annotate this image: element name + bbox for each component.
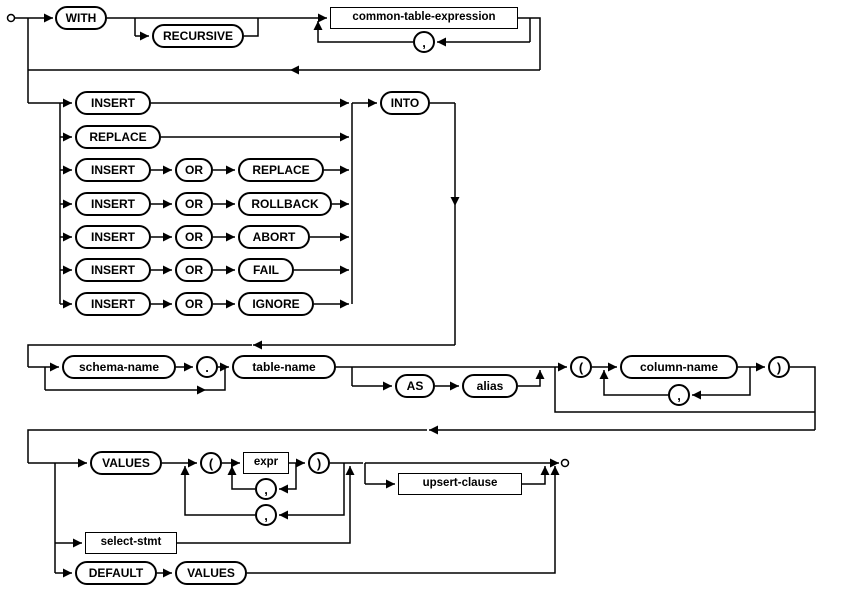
ref-upsert-clause[interactable]: upsert-clause	[398, 473, 522, 495]
keyword-or: OR	[175, 258, 213, 282]
keyword-insert: INSERT	[75, 258, 151, 282]
comma-separator: ,	[668, 384, 690, 406]
keyword-insert: INSERT	[75, 158, 151, 182]
keyword-insert: INSERT	[75, 91, 151, 115]
ref-schema-name[interactable]: schema-name	[62, 355, 176, 379]
keyword-values: VALUES	[175, 561, 247, 585]
open-paren: (	[200, 452, 222, 474]
keyword-recursive: RECURSIVE	[152, 24, 244, 48]
comma-separator: ,	[255, 478, 277, 500]
keyword-or: OR	[175, 225, 213, 249]
keyword-replace: REPLACE	[75, 125, 161, 149]
keyword-insert: INSERT	[75, 192, 151, 216]
ref-table-name[interactable]: table-name	[232, 355, 336, 379]
ref-expr[interactable]: expr	[243, 452, 289, 474]
keyword-abort: ABORT	[238, 225, 310, 249]
ref-alias[interactable]: alias	[462, 374, 518, 398]
keyword-insert: INSERT	[75, 292, 151, 316]
keyword-fail: FAIL	[238, 258, 294, 282]
open-paren: (	[570, 356, 592, 378]
ref-select-stmt[interactable]: select-stmt	[85, 532, 177, 554]
ref-column-name[interactable]: column-name	[620, 355, 738, 379]
keyword-or: OR	[175, 158, 213, 182]
close-paren: )	[768, 356, 790, 378]
dot-separator: .	[196, 356, 218, 378]
end-terminal	[560, 458, 570, 468]
close-paren: )	[308, 452, 330, 474]
keyword-or: OR	[175, 192, 213, 216]
comma-separator: ,	[255, 504, 277, 526]
ref-common-table-expression[interactable]: common-table-expression	[330, 7, 518, 29]
keyword-with: WITH	[55, 6, 107, 30]
comma-separator: ,	[413, 31, 435, 53]
keyword-ignore: IGNORE	[238, 292, 314, 316]
rails	[6, 13, 816, 578]
keyword-or: OR	[175, 292, 213, 316]
keyword-insert: INSERT	[75, 225, 151, 249]
keyword-replace: REPLACE	[238, 158, 324, 182]
keyword-into: INTO	[380, 91, 430, 115]
keyword-rollback: ROLLBACK	[238, 192, 332, 216]
start-terminal	[6, 13, 16, 23]
keyword-values: VALUES	[90, 451, 162, 475]
keyword-default: DEFAULT	[75, 561, 157, 585]
keyword-as: AS	[395, 374, 435, 398]
